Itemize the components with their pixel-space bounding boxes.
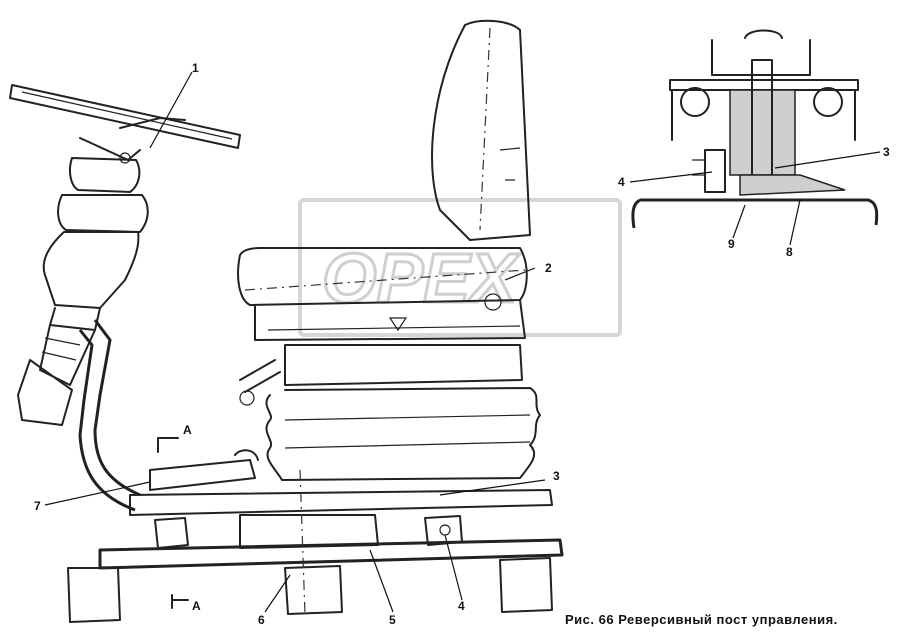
steering-column xyxy=(17,157,149,512)
callout-9: 9 xyxy=(728,237,735,251)
callout-labels: 1 2 3 4 5 6 7 3 4 8 9 xyxy=(34,61,890,627)
base-frame xyxy=(67,449,564,623)
callout-3-seat: 3 xyxy=(553,469,560,483)
callout-3-detail: 3 xyxy=(883,145,890,159)
callout-5: 5 xyxy=(389,613,396,627)
section-mark-top: A xyxy=(183,423,192,437)
callout-2: 2 xyxy=(545,261,552,275)
callout-4-detail: 4 xyxy=(618,175,625,189)
figure-caption: Рис. 66 Реверсивный пост управления. xyxy=(565,612,838,627)
section-marks: A A xyxy=(157,423,201,613)
leader-lines xyxy=(44,71,881,613)
callout-4-base: 4 xyxy=(458,599,465,613)
callout-1: 1 xyxy=(192,61,199,75)
seat-backrest xyxy=(431,19,531,241)
detail-view xyxy=(631,29,879,229)
seat-suspension-bellows xyxy=(239,344,541,481)
watermark-logo: OPEX xyxy=(298,198,622,337)
section-mark-bottom: A xyxy=(192,599,201,613)
steering-wheel xyxy=(9,84,241,164)
callout-7: 7 xyxy=(34,499,41,513)
callout-6: 6 xyxy=(258,613,265,627)
seat-cushion xyxy=(237,247,528,341)
callout-8: 8 xyxy=(786,245,793,259)
